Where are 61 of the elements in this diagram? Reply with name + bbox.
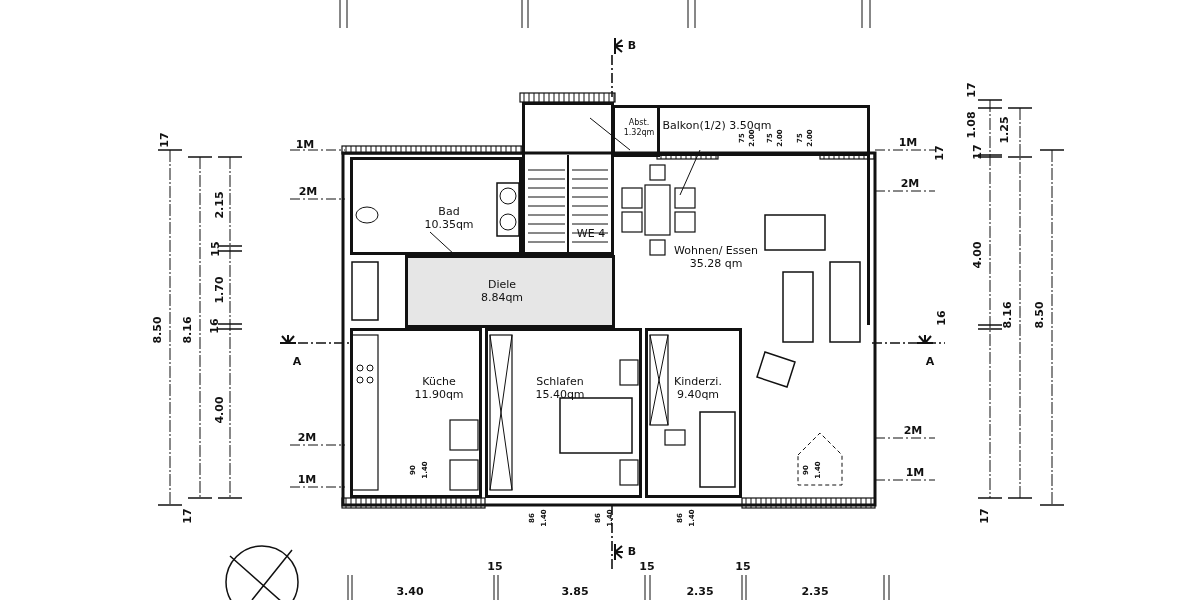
axis-label: 15 xyxy=(639,561,655,573)
axis-label: 3.40 xyxy=(396,586,424,598)
dimension-label: 17 xyxy=(966,82,978,98)
room-area: 8.84qm xyxy=(480,291,524,304)
axis-label: 1M xyxy=(898,137,918,149)
dimension-label: 2.15 xyxy=(214,191,226,219)
room-outline xyxy=(522,102,614,255)
axis-label: 2M xyxy=(900,178,920,190)
dimension-label: 4.00 xyxy=(972,241,984,269)
dimension-label: 16 xyxy=(209,318,221,334)
room-outline xyxy=(350,157,522,255)
dimension-label: 17 xyxy=(972,144,984,160)
room-name: Wohnen/ Essen xyxy=(674,244,758,257)
axis-label: B xyxy=(627,546,637,558)
axis-label: 2M xyxy=(903,425,923,437)
room-area: 15.40qm xyxy=(535,388,585,401)
room-name: Küche xyxy=(421,375,457,388)
room-name: Kinderzi. xyxy=(674,375,722,388)
room-outline xyxy=(612,105,660,157)
axis-label: 15 xyxy=(735,561,751,573)
dimension-label: 4.00 xyxy=(214,396,226,424)
dimension-label: 17 xyxy=(182,508,194,524)
room-outline xyxy=(657,105,870,153)
axis-label: 2.35 xyxy=(801,586,829,598)
axis-label: 1M xyxy=(297,474,317,486)
dimension-label: 17 xyxy=(159,132,171,148)
room-area: 11.90qm xyxy=(414,388,464,401)
room-outline xyxy=(405,255,615,328)
axis-label: 2M xyxy=(297,432,317,444)
room-outline xyxy=(485,328,642,498)
axis-label: A xyxy=(925,356,935,368)
dimension-label: 1.70 xyxy=(214,276,226,304)
axis-label: A xyxy=(292,356,302,368)
axis-label: 3.85 xyxy=(561,586,589,598)
room-area: 9.40qm xyxy=(674,388,722,401)
axis-label: 15 xyxy=(487,561,503,573)
dimension-label: 8.50 xyxy=(1034,301,1046,329)
axis-label: 2M xyxy=(298,186,318,198)
dimension-label: 8.50 xyxy=(152,316,164,344)
room-name: Diele xyxy=(486,278,518,291)
dimension-label: 1.08 xyxy=(966,111,978,139)
room-name: Schlafen xyxy=(535,375,585,388)
room-area: 1.32qm xyxy=(623,128,655,138)
room-area: 35.28 qm xyxy=(674,257,758,270)
dimension-label: 17 xyxy=(979,508,991,524)
room-name: WE 4 xyxy=(576,227,606,240)
axis-label: 2.35 xyxy=(686,586,714,598)
dimension-label: 8.16 xyxy=(182,316,194,344)
room-outline xyxy=(350,328,482,498)
axis-label: B xyxy=(627,40,637,52)
room-name: Bad xyxy=(437,205,461,218)
dimension-label: 8.16 xyxy=(1002,301,1014,329)
dimension-label: 15 xyxy=(210,241,222,257)
room-area: 10.35qm xyxy=(424,218,474,231)
dimension-label: 16 xyxy=(936,310,948,326)
axis-label: 1M xyxy=(295,139,315,151)
room-name: Abst. xyxy=(627,118,651,128)
room-outline xyxy=(645,328,742,498)
dimension-label: 17 xyxy=(934,145,946,161)
dimension-label: 1.25 xyxy=(999,116,1011,144)
axis-label: 1M xyxy=(905,467,925,479)
